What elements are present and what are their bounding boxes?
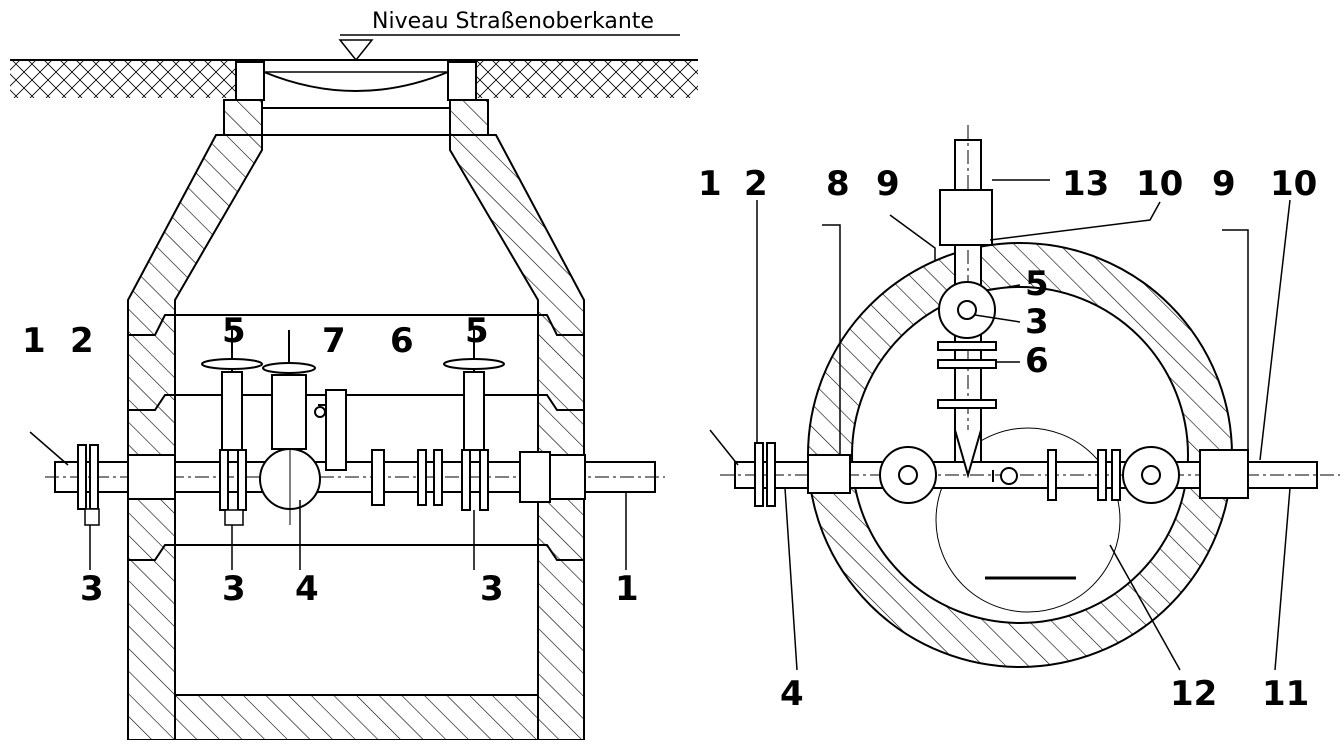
label-valve-a: 3	[80, 569, 104, 609]
label-handwheel-left: 5	[222, 311, 246, 351]
plan-label-1: 1	[698, 164, 722, 204]
label-pipe-left: 1	[22, 321, 46, 361]
plan-label-3: 3	[1025, 302, 1049, 342]
shaft-section: 1 2 5 7 6 5 3 3 4 3 1	[22, 61, 665, 741]
plan-label-10-left: 10	[1136, 164, 1183, 204]
label-fitting-7: 7	[322, 321, 346, 361]
plan-label-5: 5	[1025, 264, 1049, 304]
plan-label-8: 8	[826, 164, 850, 204]
label-valve-c: 3	[480, 569, 504, 609]
plan-label-10-right: 10	[1270, 164, 1317, 204]
ground-level: Niveau Straßenoberkante	[10, 9, 698, 98]
street-level-caption: Niveau Straßenoberkante	[372, 9, 654, 34]
plan-label-2: 2	[744, 164, 768, 204]
plan-label-9-right: 9	[1212, 164, 1236, 204]
shaft-plan: 1 2 8 9 13 10 9 10 5 3 6 4 12 11	[698, 125, 1340, 714]
plan-label-9-left: 9	[876, 164, 900, 204]
label-handwheel-right: 5	[465, 311, 489, 351]
label-tee: 4	[295, 569, 319, 609]
label-pipe-right: 1	[615, 569, 639, 609]
plan-label-6: 6	[1025, 341, 1049, 381]
plan-label-13: 13	[1062, 164, 1109, 204]
plan-label-4: 4	[780, 674, 804, 714]
plan-label-12: 12	[1170, 674, 1217, 714]
label-valve-b: 3	[222, 569, 246, 609]
label-flange: 2	[70, 321, 94, 361]
plan-label-11: 11	[1262, 674, 1309, 714]
label-fitting-6: 6	[390, 321, 414, 361]
